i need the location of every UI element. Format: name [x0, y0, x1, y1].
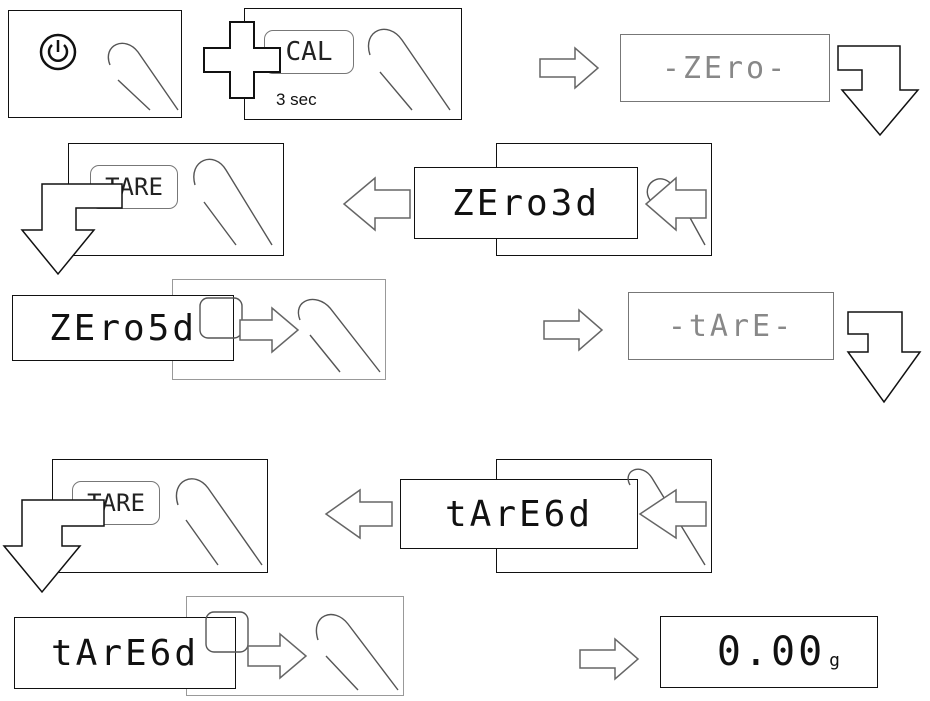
bent-arrow-icon [4, 500, 104, 592]
arrow-right-icon [240, 308, 298, 352]
bent-arrow-icon [22, 184, 122, 274]
arrow-left-icon [344, 178, 410, 230]
arrow-left-icon [646, 178, 706, 230]
arrow-right-icon [540, 48, 598, 88]
arrow-right-icon [544, 310, 602, 350]
arrow-right-icon [248, 634, 306, 678]
button-fragment [206, 612, 248, 652]
finger-icon [194, 159, 272, 245]
bent-arrow-icon [838, 46, 918, 135]
arrow-right-icon [580, 639, 638, 679]
finger-icon [176, 479, 262, 565]
finger-icon [108, 43, 178, 110]
button-fragment [200, 298, 242, 338]
power-icon [41, 35, 75, 69]
arrow-left-icon [640, 490, 706, 538]
finger-icon [316, 615, 398, 690]
arrow-left-icon [326, 490, 392, 538]
plus-icon [204, 22, 280, 98]
finger-icon [369, 29, 450, 110]
bent-arrow-icon [848, 312, 920, 402]
finger-icon [298, 299, 380, 372]
